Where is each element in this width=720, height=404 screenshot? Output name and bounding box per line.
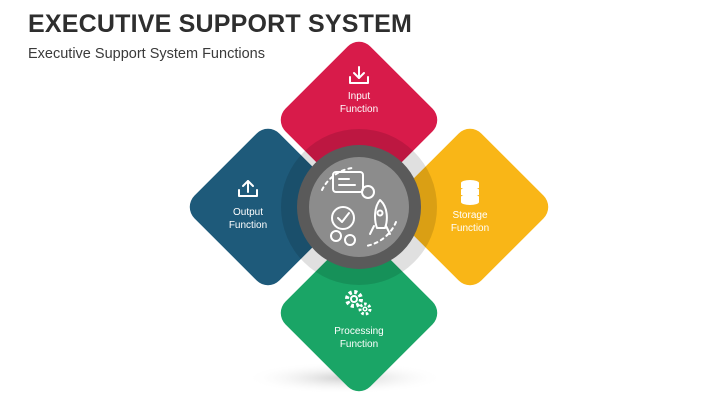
page-title: EXECUTIVE SUPPORT SYSTEM xyxy=(28,10,413,38)
processing-function-label-line1: Processing xyxy=(334,326,383,337)
page-subtitle: Executive Support System Functions xyxy=(28,46,265,62)
input-function-label-line1: Input xyxy=(348,91,370,102)
processing-function-label-line2: Function xyxy=(340,339,378,350)
storage-function-tile[interactable] xyxy=(385,122,555,292)
processing-function-tile[interactable] xyxy=(274,228,444,398)
upload-tray-icon xyxy=(238,180,258,197)
storage-function-label-line2: Function xyxy=(451,223,489,234)
input-function-label-line2: Function xyxy=(340,104,378,115)
database-icon xyxy=(461,180,479,205)
output-function-label-line1: Output xyxy=(233,207,263,218)
output-function-label-line2: Function xyxy=(229,220,267,231)
executive-system-icon xyxy=(321,167,397,247)
storage-function-label-line1: Storage xyxy=(452,210,487,221)
output-function-tile[interactable] xyxy=(183,122,353,292)
gears-icon xyxy=(345,290,372,316)
download-tray-icon xyxy=(349,66,369,84)
